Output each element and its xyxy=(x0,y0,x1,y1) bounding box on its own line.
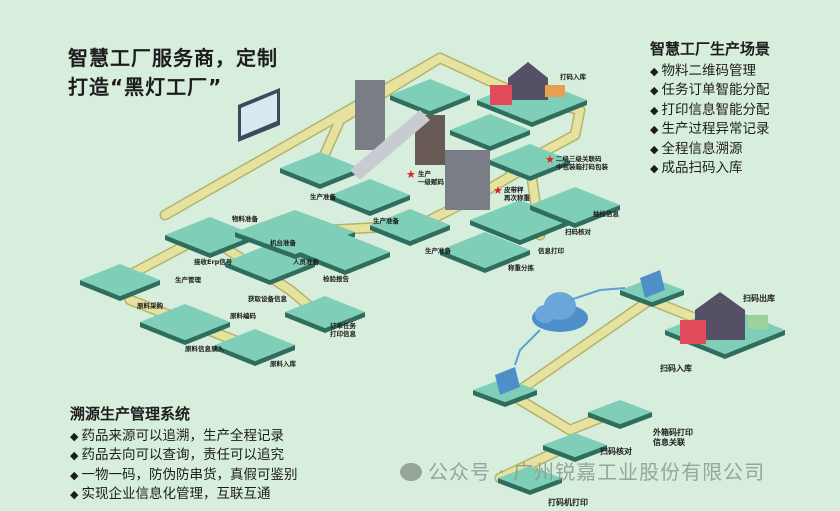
tile-side xyxy=(473,390,537,407)
tile-side xyxy=(490,160,570,181)
trace-item: 一物一码，防伪防串货，真假可鉴别 xyxy=(70,466,297,486)
tile-side xyxy=(285,312,365,333)
tile-side xyxy=(440,250,530,273)
tile-side xyxy=(80,280,160,301)
station-tile xyxy=(390,79,470,111)
trace-item: 药品来源可以追溯，生产全程记录 xyxy=(70,427,297,447)
scenario-item: 成品扫码入库 xyxy=(650,159,770,179)
label-staff-prep: 人员准备 xyxy=(293,258,319,266)
station-tile xyxy=(498,466,562,490)
tile-side xyxy=(530,205,620,228)
label-sampling-info: 抽检信息 xyxy=(593,210,619,218)
label-scan-check-bottom: 扫码核对 xyxy=(600,447,632,456)
scenario-panel: 智慧工厂生产场景 物料二维码管理 任务订单智能分配 打印信息智能分配 生产过程异… xyxy=(650,40,770,179)
tile-side xyxy=(543,445,607,462)
dashboard-billboard xyxy=(238,88,280,142)
cloud-icon xyxy=(514,287,626,366)
watermark: 公众号 · 广州锐嘉工业股份有限公司 xyxy=(400,461,765,484)
label-erp-signal: 接收Erp信号 xyxy=(194,258,233,266)
label-level1-code: 生产一级赋码 xyxy=(418,170,444,186)
label-info-print: 信息打印 xyxy=(538,247,564,255)
label-production-mgmt: 生产管理 xyxy=(175,276,201,284)
star-icon: ★ xyxy=(493,184,503,197)
star-icon: ★ xyxy=(406,168,416,181)
tile-side xyxy=(140,322,230,345)
tile-side xyxy=(620,290,684,307)
tile-side xyxy=(370,225,450,246)
label-weigh-sort: 称重分拣 xyxy=(508,264,534,272)
tile-side xyxy=(588,412,652,429)
label-outer-box: 外箱码打印信息关联 xyxy=(653,428,693,447)
tile-side xyxy=(330,195,410,216)
label-prod-prep: 生产准备 xyxy=(425,247,451,255)
tile-side xyxy=(165,235,255,258)
tile-side xyxy=(450,130,530,151)
tile-side xyxy=(390,95,470,116)
station-tile xyxy=(80,264,160,296)
label-multi-level-code: 二级三级关联码中包装箱打码包装 xyxy=(556,155,608,171)
tile-side xyxy=(665,330,785,359)
warehouse-top xyxy=(490,62,565,105)
label-scan-in: 扫码入库 xyxy=(660,364,692,373)
label-scan-check: 扫码核对 xyxy=(565,228,591,236)
scenario-item: 物料二维码管理 xyxy=(650,62,770,82)
production-machine xyxy=(350,80,490,210)
warehouse-bottom xyxy=(680,292,768,344)
wechat-icon xyxy=(400,463,422,481)
label-coder-print: 打码机打印 xyxy=(548,498,588,507)
station-tile xyxy=(543,433,607,457)
station-tile xyxy=(280,152,360,184)
scenario-item: 打印信息智能分配 xyxy=(650,101,770,121)
station-tile xyxy=(490,144,570,176)
page-title: 智慧工厂服务商，定制 打造“黑灯工厂” xyxy=(68,46,278,99)
label-raw-info-entry: 原料信息录入 xyxy=(185,345,224,353)
label-raw-storage: 原料入库 xyxy=(270,360,296,368)
label-inspection-report: 检验报告 xyxy=(323,275,349,283)
station-tile xyxy=(588,400,652,424)
station-tile xyxy=(165,217,255,253)
tile-side xyxy=(225,262,315,285)
label-device-info: 获取设备信息 xyxy=(248,295,287,303)
label-scan-out: 扫码出库 xyxy=(743,294,775,303)
tile-side xyxy=(215,345,295,366)
station-tile xyxy=(530,187,620,223)
station-tile xyxy=(215,329,295,361)
label-code-storage: 打码入库 xyxy=(560,73,586,81)
station-tile xyxy=(370,209,450,241)
station-tile xyxy=(140,304,230,340)
station-tile xyxy=(285,296,365,328)
station-tile xyxy=(450,114,530,146)
label-material-prep: 物料准备 xyxy=(232,215,258,223)
scenario-item: 任务订单智能分配 xyxy=(650,81,770,101)
tile-side xyxy=(280,168,360,189)
tile-side xyxy=(498,478,562,495)
station-tile xyxy=(330,179,410,211)
trace-item: 实现企业信息化管理，互联互通 xyxy=(70,485,297,505)
label-belt-weigh: 皮带秤再次称重 xyxy=(504,186,530,202)
label-raw-coding: 原料编码 xyxy=(230,312,256,320)
star-icon: ★ xyxy=(545,153,555,166)
laptop-icon xyxy=(495,270,665,395)
trace-panel: 溯源生产管理系统 药品来源可以追溯，生产全程记录 药品去向可以查询，责任可以追究… xyxy=(70,405,297,505)
label-order-print: 订单任务打印信息 xyxy=(330,322,356,338)
tile-side xyxy=(477,100,587,127)
label-prod-prep: 生产准备 xyxy=(373,217,399,225)
tile-side xyxy=(300,252,390,275)
scenario-item: 生产过程异常记录 xyxy=(650,120,770,140)
label-raw-purchase: 原料采购 xyxy=(137,302,163,310)
scenario-item: 全程信息溯源 xyxy=(650,140,770,160)
station-tile xyxy=(440,232,530,268)
trace-item: 药品去向可以查询，责任可以追究 xyxy=(70,446,297,466)
label-prod-prep: 生产准备 xyxy=(310,193,336,201)
station-tile xyxy=(300,234,390,270)
label-machine-prep: 机台准备 xyxy=(270,239,296,247)
